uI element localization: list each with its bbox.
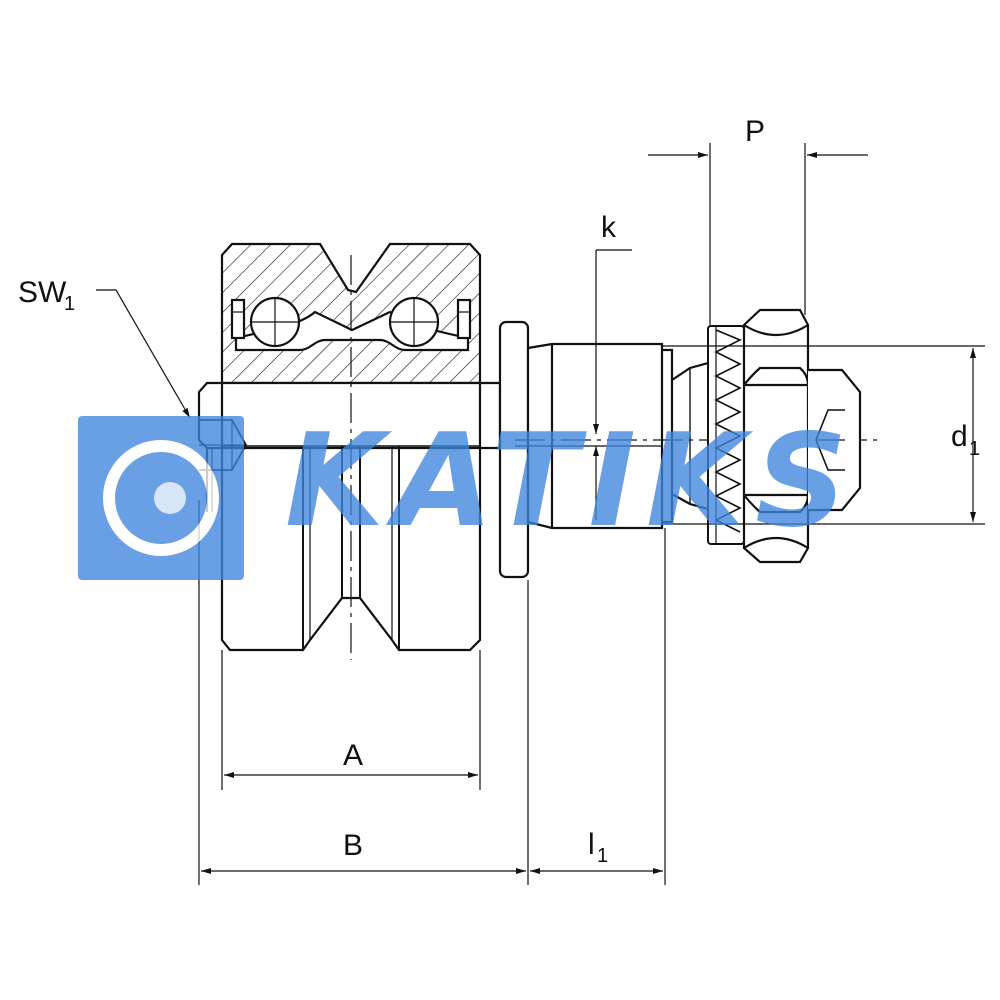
hex-nut <box>742 308 810 564</box>
lock-washer <box>707 325 745 545</box>
labels: SW 1 k P d 1 A B l 1 <box>18 115 980 867</box>
seal-left <box>230 298 246 340</box>
watermark: KATIKS <box>78 407 857 580</box>
wheel-body <box>220 383 482 652</box>
watermark-text: KATIKS <box>285 407 857 556</box>
label-b: B <box>343 829 363 862</box>
leader-sw1 <box>96 289 191 419</box>
label-sw: SW <box>18 276 67 309</box>
seal-right <box>456 298 472 340</box>
label-d-subscript: 1 <box>969 438 980 460</box>
label-a: A <box>343 739 363 772</box>
shaft <box>526 342 714 530</box>
bolt-end <box>808 368 862 512</box>
dimension-lines <box>96 143 985 885</box>
label-p: P <box>745 115 765 148</box>
label-k: k <box>601 211 617 244</box>
label-l-subscript: 1 <box>597 845 608 867</box>
label-l: l <box>588 828 595 861</box>
label-sw-subscript: 1 <box>64 293 75 315</box>
label-d: d <box>951 420 968 453</box>
